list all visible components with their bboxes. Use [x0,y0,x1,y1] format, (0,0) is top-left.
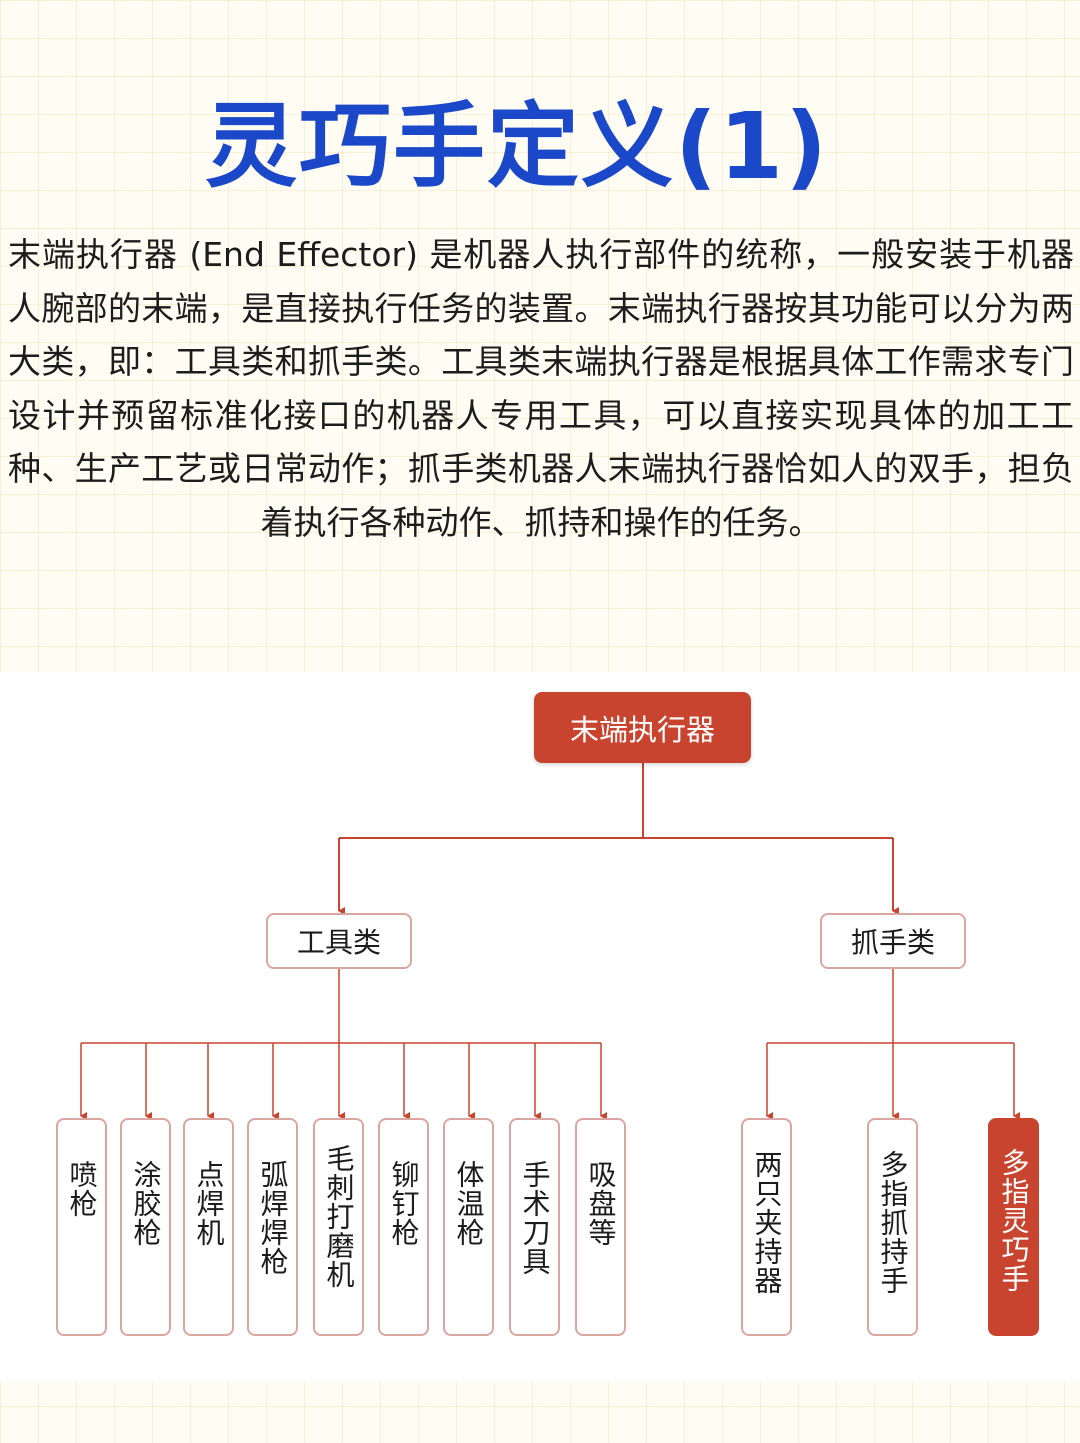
leaf-arc-welding-gun: 弧焊焊枪 [247,1118,298,1336]
leaf-deburring-grinder: 毛刺打磨机 [313,1118,364,1336]
leaf-spray-gun: 喷枪 [56,1118,107,1336]
leaf-two-finger-gripper: 两只夹持器 [741,1118,792,1336]
hierarchy-diagram: 末端执行器 工具类 抓手类 喷枪 涂胶枪 点焊机 弧焊焊枪 毛刺打磨机 铆钉枪 … [0,672,1080,1382]
leaf-suction-cup: 吸盘等 [575,1118,626,1336]
leaf-glue-gun: 涂胶枪 [120,1118,171,1336]
leaf-label: 手术刀具 [518,1160,552,1276]
leaf-label: 涂胶枪 [129,1160,163,1247]
gripper-category-label: 抓手类 [850,926,935,959]
leaf-label: 铆钉枪 [387,1160,421,1247]
leaf-spot-welder: 点焊机 [183,1118,234,1336]
grip-connectors [766,969,1020,1120]
leaf-rivet-gun: 铆钉枪 [378,1118,429,1336]
connector-lines [80,763,1020,1120]
tool-category-node: 工具类 [266,913,412,969]
intro-paragraph: 末端执行器 (End Effector) 是机器人执行部件的统称，一般安装于机器… [8,235,1074,542]
gripper-category-node: 抓手类 [820,913,966,969]
leaf-label: 点焊机 [192,1160,226,1247]
leaf-multi-finger-grasping-hand: 多指抓持手 [867,1118,918,1336]
leaf-surgical-tool: 手术刀具 [509,1118,560,1336]
leaf-label: 吸盘等 [584,1160,618,1247]
leaf-label: 喷枪 [65,1160,99,1218]
leaf-label: 多指灵巧手 [997,1148,1031,1293]
leaf-label: 两只夹持器 [750,1150,784,1295]
root-label: 末端执行器 [569,712,715,747]
leaf-label: 弧焊焊枪 [256,1160,290,1276]
leaf-label: 多指抓持手 [876,1150,910,1295]
leaf-label: 毛刺打磨机 [322,1144,356,1289]
leaf-label: 体温枪 [452,1160,486,1247]
leaf-thermometer-gun: 体温枪 [443,1118,494,1336]
root-connectors [338,763,899,915]
page-title: 灵巧手定义(1) [205,93,830,200]
leaf-dexterous-hand: 多指灵巧手 [988,1118,1039,1336]
tool-connectors [80,969,607,1120]
root-node: 末端执行器 [534,692,751,763]
tool-category-label: 工具类 [296,926,381,959]
